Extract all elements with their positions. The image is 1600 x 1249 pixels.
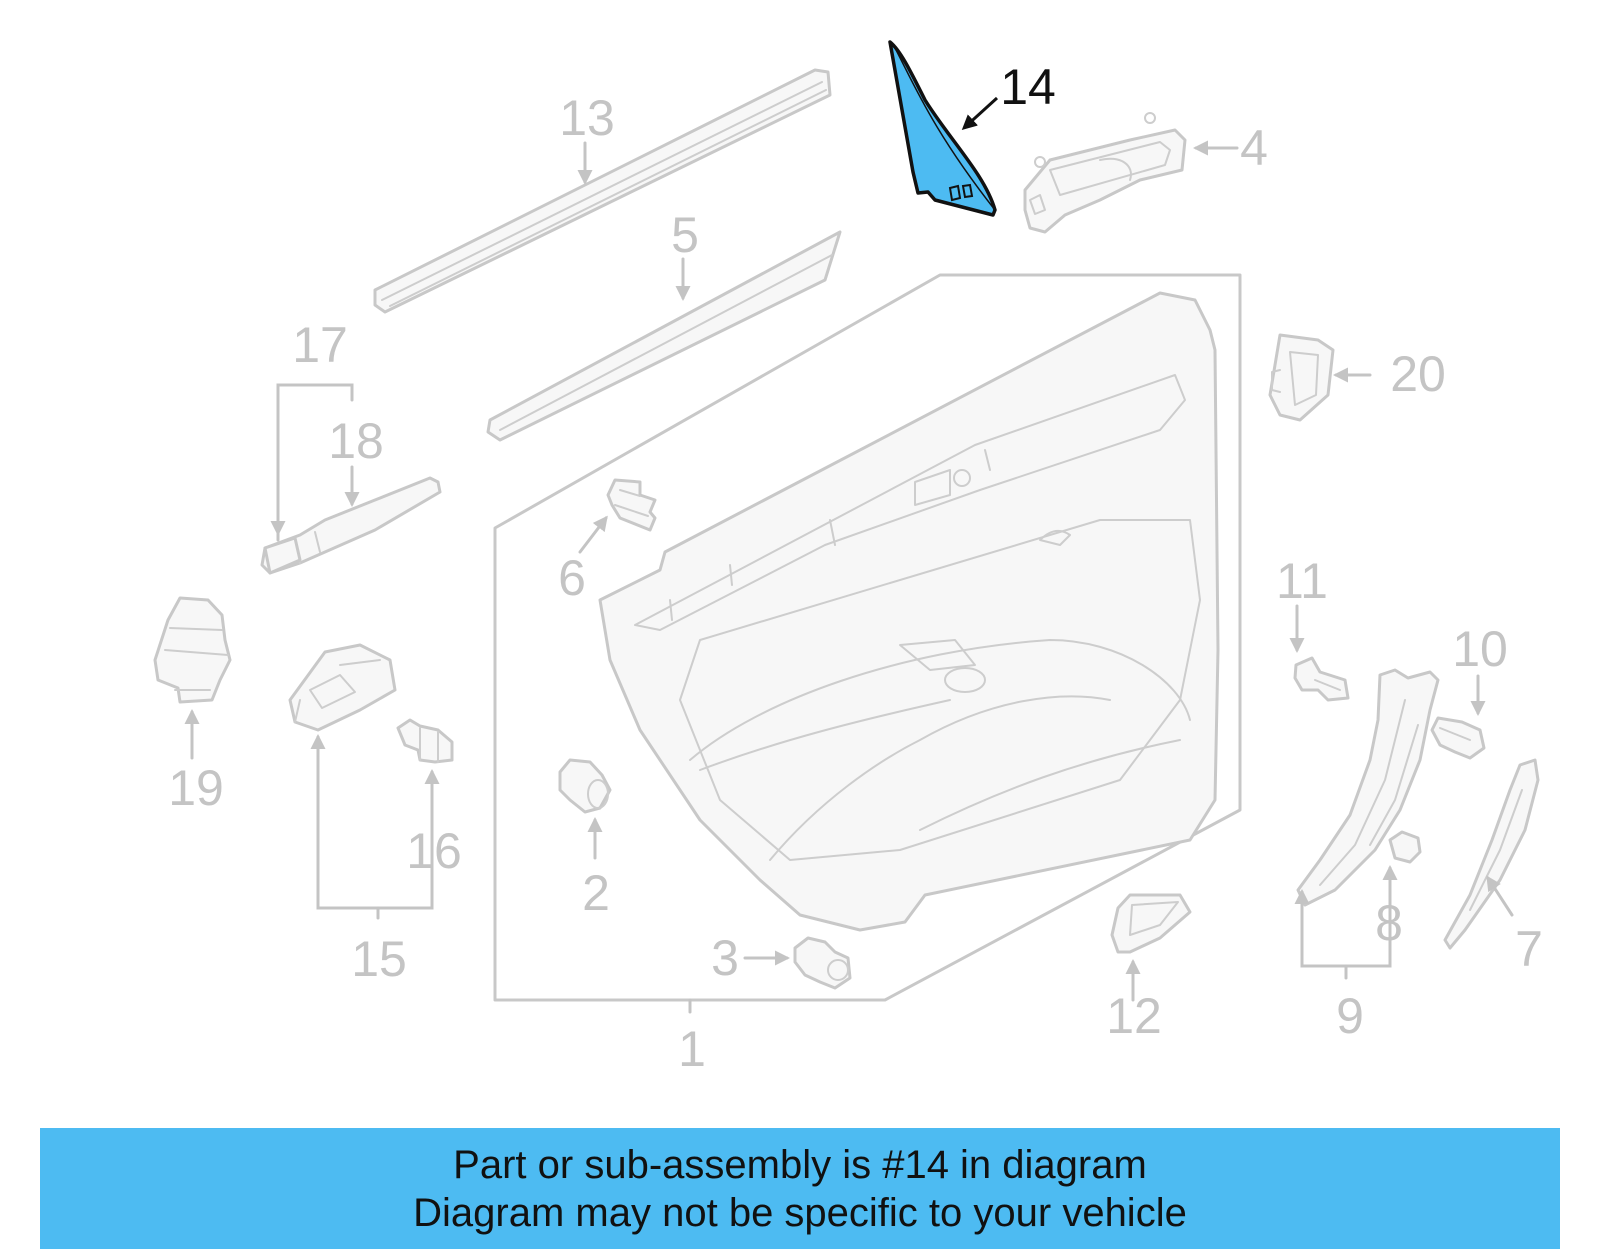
leader-lines [184,140,1514,1002]
callout-9: 9 [1336,988,1364,1044]
part-20-switch [1268,333,1335,422]
callout-1: 1 [678,1021,706,1077]
callout-11: 11 [1276,553,1328,609]
callout-18: 18 [328,413,384,469]
banner-line-1: Part or sub-assembly is #14 in diagram [453,1143,1147,1187]
parts-diagram: 1 2 3 4 5 6 7 8 9 10 11 12 13 14 15 16 1… [153,40,1543,1077]
part-3-fastener [793,936,852,990]
part-18-extension-trim [260,476,442,575]
callout-6: 6 [558,550,586,606]
part-10-bolt [1430,716,1486,760]
callout-7: 7 [1515,921,1543,977]
callout-20: 20 [1390,346,1446,402]
callout-16: 16 [406,823,462,879]
callout-14: 14 [1000,59,1056,115]
info-banner: Part or sub-assembly is #14 in diagram D… [40,1128,1560,1249]
banner-line-2: Diagram may not be specific to your vehi… [413,1191,1187,1235]
callout-12: 12 [1106,988,1162,1044]
part-13-belt-molding [373,68,832,314]
part-14-corner-trim [888,40,997,217]
part-16-push-pin [396,718,454,764]
part-8-clip [1388,830,1422,864]
part-6-clip [606,478,657,532]
callout-numbers: 1 2 3 4 5 6 7 8 9 10 11 12 13 14 15 16 1… [168,59,1543,1077]
part-7-trim-strip [1443,758,1540,950]
part-2-grommet [558,758,612,814]
callout-13: 13 [559,90,615,146]
callout-15: 15 [351,931,407,987]
callout-5: 5 [671,207,699,263]
part-1-door-trim-panel [493,273,1242,1014]
part-14-leader [961,96,999,131]
part-4-door-handle [1023,112,1187,234]
part-12-switch-bezel [1110,893,1192,954]
part-19-switch [153,596,232,704]
callout-19: 19 [168,760,224,816]
callout-3: 3 [711,930,739,986]
part-11-bolt [1293,656,1350,702]
callout-10: 10 [1452,621,1508,677]
callout-2: 2 [582,865,610,921]
callout-17: 17 [292,317,348,373]
callout-4: 4 [1240,120,1268,176]
part-5-trim-strip [486,230,842,442]
callout-8: 8 [1375,895,1403,951]
part-9-pull-handle [1296,668,1440,907]
part-15-switch-assembly [288,643,397,732]
